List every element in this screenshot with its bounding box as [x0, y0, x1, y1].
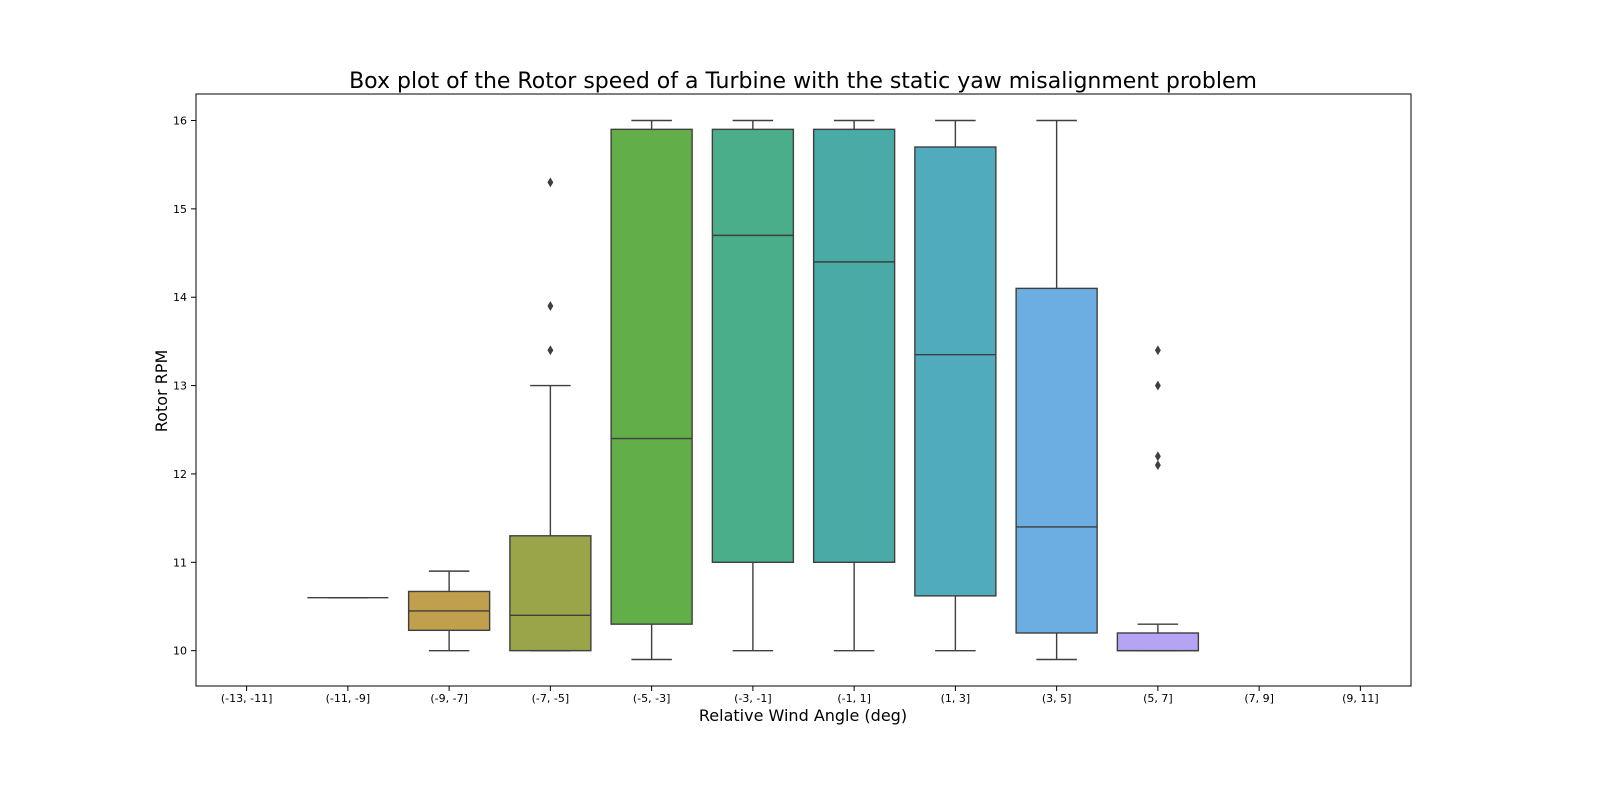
plot-frame	[195, 93, 1412, 687]
y-tick-label: 12	[173, 468, 187, 481]
outlier-point	[1154, 380, 1161, 391]
x-tick-label: (7, 9]	[1244, 692, 1274, 705]
x-tick-label: (3, 5]	[1042, 692, 1072, 705]
plot-area: 10 11 12 13 14 15 16 (-13, -11] (-11, -9] (-9, -7…	[173, 93, 1412, 705]
x-tick-label: (-1, 1]	[837, 692, 871, 705]
x-axis-title: Relative Wind Angle (deg)	[699, 706, 907, 725]
y-tick-label: 14	[173, 291, 187, 304]
x-tick-label: (9, 11]	[1342, 692, 1379, 705]
y-tick-label: 13	[173, 380, 187, 393]
outlier-point	[547, 301, 554, 312]
outlier-point	[1154, 451, 1161, 462]
x-tick-label: (-11, -9]	[326, 692, 371, 705]
chart-title: Box plot of the Rotor speed of a Turbine…	[349, 69, 1257, 94]
x-tick-label: (-13, -11]	[221, 692, 273, 705]
x-tick-label: (5, 7]	[1143, 692, 1173, 705]
box-iqr	[509, 535, 592, 652]
x-tick-label: (-3, -1]	[734, 692, 772, 705]
y-tick-label: 11	[173, 556, 187, 569]
box-iqr	[711, 128, 795, 563]
y-axis-title: Rotor RPM	[152, 350, 171, 432]
x-tick-label: (-9, -7]	[430, 692, 468, 705]
outlier-point	[547, 177, 554, 188]
box-iqr	[1015, 287, 1098, 634]
box-iqr	[914, 146, 997, 597]
outlier-point	[1154, 460, 1161, 471]
y-tick-label: 16	[173, 115, 187, 128]
outlier-point	[1154, 345, 1161, 356]
outlier-point	[547, 345, 554, 356]
box-iqr	[1116, 632, 1200, 652]
box-iqr	[610, 128, 693, 625]
y-tick-label: 10	[173, 645, 187, 658]
x-tick-label: (-7, -5]	[532, 692, 570, 705]
x-tick-label: (1, 3]	[941, 692, 971, 705]
y-tick-label: 15	[173, 203, 187, 216]
box-iqr	[812, 128, 896, 563]
x-tick-label: (-5, -3]	[633, 692, 671, 705]
